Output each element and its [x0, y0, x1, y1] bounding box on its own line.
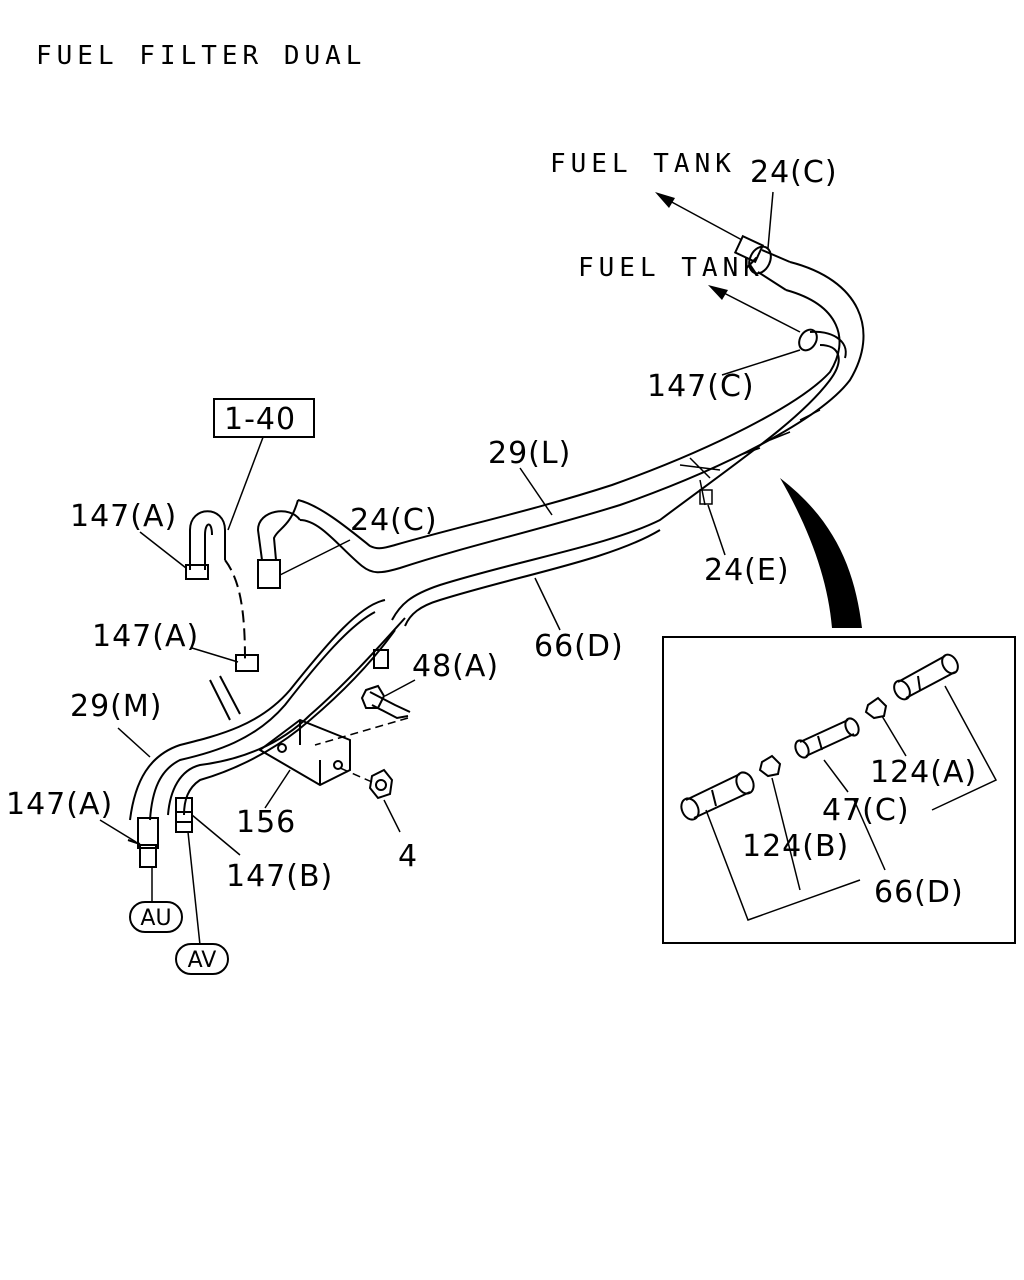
- connector-au[interactable]: AU: [129, 901, 183, 933]
- callout-147b: 147(B): [226, 859, 333, 894]
- callout-48a: 48(A): [412, 649, 499, 684]
- detail-callout-66d: 66(D): [874, 875, 964, 910]
- detail-callout-47c: 47(C): [822, 793, 910, 828]
- fuel-tank-label-upper: FUEL TANK: [550, 149, 736, 179]
- callout-147a-middle: 147(A): [92, 619, 199, 654]
- callout-156: 156: [236, 805, 296, 840]
- reference-box-1-40[interactable]: 1-40: [213, 398, 315, 438]
- callout-29m: 29(M): [70, 689, 162, 724]
- fuel-tank-label-lower: FUEL TANK: [578, 253, 764, 283]
- callout-147c: 147(C): [647, 369, 755, 404]
- callout-24e: 24(E): [704, 553, 790, 588]
- reference-box-label: 1-40: [224, 402, 296, 437]
- detail-pipe-47c: [794, 717, 860, 759]
- connector-au-label: AU: [140, 906, 171, 931]
- main-hose-assembly: [127, 234, 865, 868]
- detail-clip-124b: [758, 754, 782, 778]
- detail-inset: 124(A) 47(C) 124(B) 66(D): [662, 636, 1016, 944]
- callout-24c-top: 24(C): [750, 155, 838, 190]
- detail-hose-66d: [680, 771, 755, 821]
- leader-lines: [99, 191, 801, 946]
- callout-66d: 66(D): [534, 629, 624, 664]
- callout-29l: 29(L): [488, 436, 571, 471]
- callout-4: 4: [398, 839, 418, 874]
- detail-callout-124a: 124(A): [870, 755, 977, 790]
- detail-tube-upper: [893, 653, 959, 701]
- callout-24c-left: 24(C): [350, 503, 438, 538]
- detail-clip-124a: [864, 696, 888, 720]
- detail-callout-124b: 124(B): [742, 829, 849, 864]
- connector-av-label: AV: [188, 948, 217, 973]
- callout-147a-lower: 147(A): [6, 787, 113, 822]
- diagram-title: FUEL FILTER DUAL: [36, 41, 366, 71]
- connector-av[interactable]: AV: [175, 943, 229, 975]
- callout-147a-upper: 147(A): [70, 499, 177, 534]
- detail-pointer-arrow: [780, 478, 862, 628]
- detail-inset-frame: [662, 636, 1016, 944]
